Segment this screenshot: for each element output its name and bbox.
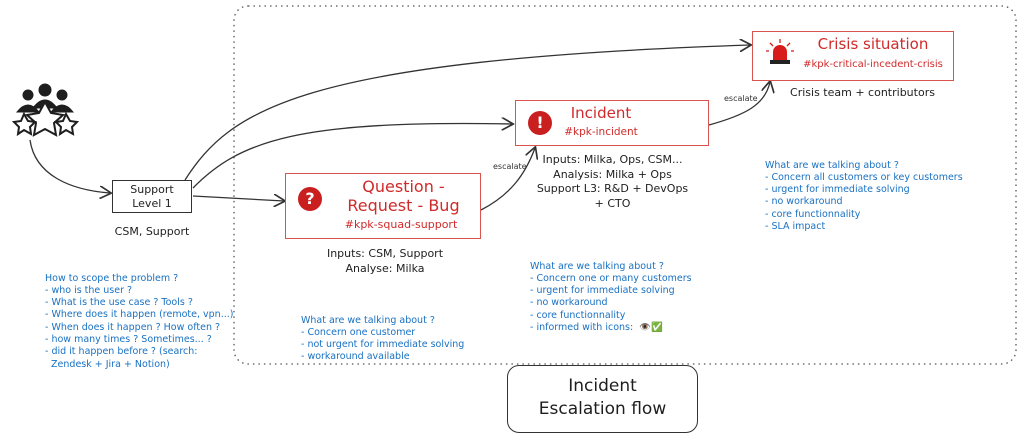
arrow-question-to-incident (480, 148, 535, 211)
note-line: - informed with icons: (530, 322, 634, 334)
note-line: - core functionnality (765, 208, 861, 220)
flow-boundary (233, 5, 1017, 365)
question-analyse: Analyse: Milka (345, 262, 425, 275)
arrow-l1-to-question (192, 196, 284, 201)
note-line: - SLA impact (765, 221, 826, 233)
support-l1-notes: How to scope the problem ?- who is the u… (45, 248, 233, 383)
arrow-l1-to-incident (192, 124, 512, 189)
arrow-l1-to-crisis (184, 45, 750, 181)
question-channel: #kpk-squad-support (344, 218, 458, 231)
question-icon: ? (298, 187, 322, 211)
diagram-title-line1: Incident (568, 376, 637, 396)
incident-channel: #kpk-incident (564, 126, 638, 138)
arrow-incident-to-crisis (708, 82, 770, 126)
crisis-team: Crisis team + contributors (790, 86, 935, 99)
incident-details: Inputs: Milka, Ops, CSM...Analysis: Milk… (536, 153, 689, 210)
note-line: - Concern one or many customers (530, 272, 692, 284)
incident-notes: What are we talking about ?- Concern one… (530, 236, 692, 347)
crisis-box[interactable]: Crisis situation #kpk-critical-incedent-… (752, 31, 954, 81)
note-line: What are we talking about ? (765, 159, 899, 171)
escalate-label-1: escalate (493, 162, 527, 171)
note-line: - who is the user ? (45, 284, 133, 296)
note-line: - not urgent for immediate solving (301, 339, 465, 351)
note-line: Zendesk + Jira + Notion) (45, 358, 170, 370)
note-line: - Concern all customers or key customers (765, 171, 963, 183)
note-line: How to scope the problem ? (45, 272, 179, 284)
support-l1-team: CSM, Support (114, 225, 190, 238)
crisis-channel: #kpk-critical-incedent-crisis (803, 59, 943, 70)
question-box[interactable]: ? Question -Request - Bug #kpk-squad-sup… (285, 173, 481, 239)
note-line: - Concern one customer (301, 326, 416, 338)
support-l1-line2: Level 1 (132, 197, 172, 210)
siren-icon (766, 39, 794, 64)
note-line: - What is the use case ? Tools ? (45, 297, 193, 309)
diagram-title-line2: Escalation flow (538, 399, 667, 419)
note-line: What are we talking about ? (530, 260, 664, 272)
question-notes: What are we talking about ?- Concern one… (301, 290, 464, 376)
crisis-notes: What are we talking about ?- Concern all… (765, 135, 963, 246)
eye-check-icons: 👁️✅ (639, 322, 663, 334)
note-line: - how many times ? Sometimes... ? (45, 334, 212, 346)
note-line: - urgent for immediate solving (530, 285, 675, 297)
support-l1-line1: Support (130, 183, 174, 196)
support-level-1-box[interactable]: Support Level 1 (112, 180, 192, 213)
note-line: - urgent for immediate solving (765, 184, 910, 196)
arrow-team-to-l1 (29, 139, 110, 193)
team-icon (11, 83, 80, 137)
escalate-label-2: escalate (724, 94, 758, 103)
note-line: - no workaround (765, 196, 843, 208)
note-line: - core functionnality (530, 309, 626, 321)
diagram-title-box: Incident Escalation flow (507, 365, 698, 433)
crisis-title: Crisis situation (817, 35, 929, 53)
alert-icon: ! (528, 111, 552, 135)
incident-title: Incident (570, 104, 632, 122)
note-line: - no workaround (530, 297, 608, 309)
note-line: - Where does it happen (remote, vpn...) (45, 309, 234, 321)
note-line: What are we talking about ? (301, 314, 435, 326)
note-line: - did it happen before ? (search: (45, 346, 198, 358)
note-line: - When does it happen ? How often ? (45, 321, 221, 333)
question-inputs: Inputs: CSM, Support (326, 247, 444, 260)
note-line: - workaround available (301, 351, 410, 363)
question-title: Question -Request - Bug (347, 177, 460, 215)
incident-box[interactable]: ! Incident #kpk-incident (515, 100, 709, 146)
